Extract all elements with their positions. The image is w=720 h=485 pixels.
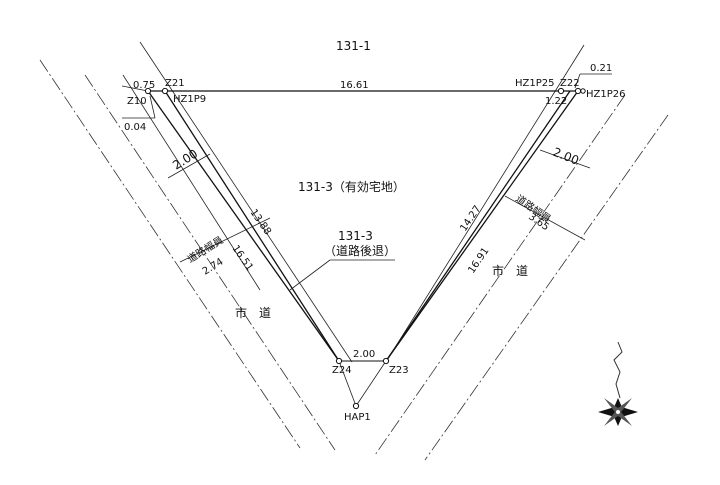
label-hap1: HAP1 bbox=[344, 412, 371, 423]
point-hz1p26 bbox=[580, 88, 586, 94]
leader-004-b bbox=[149, 95, 156, 119]
dim-setback-right: 2.00 bbox=[551, 145, 581, 168]
point-z21 bbox=[161, 87, 169, 95]
parcel-outline bbox=[147, 90, 579, 407]
hap-line-left bbox=[338, 360, 357, 407]
point-z10 bbox=[144, 87, 152, 95]
point-hap1 bbox=[352, 402, 360, 410]
label-z24: Z24 bbox=[332, 365, 352, 376]
point-z24 bbox=[335, 357, 343, 365]
leader-z10 bbox=[121, 85, 149, 92]
leader-lines bbox=[121, 73, 612, 291]
dim-road-width-left: 2.74 bbox=[201, 256, 226, 277]
left-road-chain-line-1 bbox=[39, 59, 301, 449]
right-road-chain-line-2 bbox=[424, 114, 669, 461]
road-chain-lines bbox=[39, 59, 669, 461]
label-z23: Z23 bbox=[389, 365, 409, 376]
dim-left-inner: 13.88 bbox=[248, 207, 273, 237]
label-z10: Z10 bbox=[127, 96, 147, 107]
north-arrow-icon bbox=[598, 341, 638, 426]
left-road-chain-line-2 bbox=[84, 74, 336, 451]
left-outer-extension bbox=[122, 74, 261, 291]
dim-offset-left-a: 0.75 bbox=[133, 80, 155, 91]
left-inner-line bbox=[164, 90, 340, 362]
right-road-chain-line-1 bbox=[374, 94, 626, 456]
parcel-label-setback-desc: （道路後退） bbox=[324, 243, 396, 258]
setback-right-dim bbox=[539, 149, 591, 169]
outer-boundary-lines bbox=[122, 41, 585, 363]
hap-line-right bbox=[355, 360, 387, 407]
point-z23 bbox=[382, 357, 390, 365]
dim-bottom-short: 2.00 bbox=[353, 349, 375, 360]
parcel-label-north: 131-1 bbox=[336, 39, 371, 53]
dim-offset-right-b: 1.22 bbox=[545, 96, 567, 107]
leader-021-b bbox=[574, 73, 581, 89]
road-width-left-dim bbox=[179, 217, 271, 263]
parcel-label-setback-number: 131-3 bbox=[338, 229, 373, 243]
dim-setback-left: 2.00 bbox=[170, 147, 200, 173]
point-z22 bbox=[574, 87, 582, 95]
left-boundary-line bbox=[147, 90, 340, 362]
label-hz1p25: HZ1P25 bbox=[515, 78, 555, 89]
survey-points bbox=[144, 87, 586, 410]
dim-right-outer: 16.91 bbox=[466, 246, 491, 276]
north-arrow-shaft bbox=[613, 341, 623, 399]
road-width-right-dim bbox=[504, 195, 586, 241]
label-z21: Z21 bbox=[165, 78, 185, 89]
parcel-label-main: 131-3（有効宅地） bbox=[298, 179, 405, 194]
dim-offset-right-a: 0.21 bbox=[590, 63, 612, 74]
setback-left-dim bbox=[167, 153, 211, 179]
left-outer-thin-line bbox=[139, 41, 353, 363]
label-hz1p26: HZ1P26 bbox=[586, 89, 626, 100]
label-z22: Z22 bbox=[560, 78, 580, 89]
label-hz1p9: HZ1P9 bbox=[173, 94, 206, 105]
road-name-right: 市 道 bbox=[492, 263, 528, 278]
right-boundary-line bbox=[385, 90, 579, 362]
road-name-left: 市 道 bbox=[235, 305, 271, 320]
dim-left-outer: 16.51 bbox=[230, 243, 255, 273]
right-inner-line bbox=[385, 90, 571, 362]
compass-center bbox=[616, 410, 620, 414]
right-outer-thin-line bbox=[385, 44, 585, 363]
dim-top-edge: 16.61 bbox=[340, 80, 369, 91]
setback-leader bbox=[289, 259, 331, 291]
dim-offset-left-b: 0.04 bbox=[124, 122, 146, 133]
point-hz1p25 bbox=[557, 87, 565, 95]
